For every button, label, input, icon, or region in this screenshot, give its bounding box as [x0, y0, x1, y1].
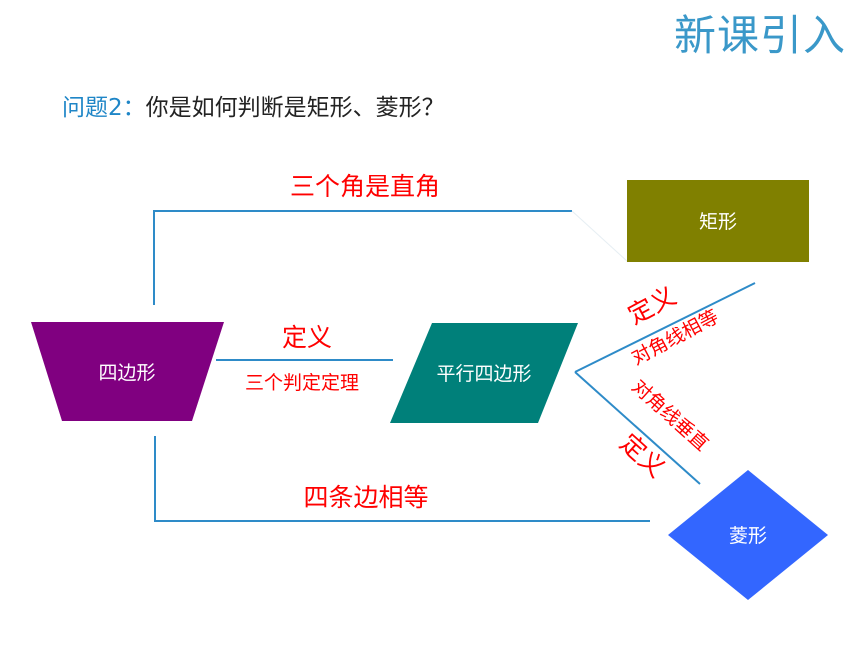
bottom-branch-label: 四条边相等	[303, 483, 428, 512]
top-branch-fade-line	[571, 210, 629, 263]
rhombus-label: 菱形	[729, 525, 767, 547]
question: 问题2：你是如何判断是矩形、菱形？	[62, 88, 445, 122]
parallelogram-shape	[390, 323, 578, 423]
middle-definition-label: 定义	[282, 323, 332, 352]
question-label: 问题2：	[62, 95, 146, 121]
top-branch-label: 三个角是直角	[290, 172, 440, 201]
upper-definition-label: 定义	[623, 281, 681, 330]
rhombus-shape	[668, 470, 828, 600]
quadrilateral-shape	[31, 322, 224, 421]
header-title: 新课引入	[673, 11, 846, 60]
bottom-branch-line	[154, 436, 650, 522]
parallelogram-label: 平行四边形	[436, 363, 531, 385]
lower-definition-label: 定义	[614, 428, 671, 483]
lower-diagonal-line	[574, 371, 701, 485]
upper-diagonal-line	[574, 282, 756, 373]
connector-lines	[153, 210, 756, 522]
rectangle-label: 矩形	[699, 211, 737, 233]
rectangle-shape	[627, 180, 809, 262]
question-text: 你是如何判断是矩形、菱形？	[145, 95, 445, 121]
middle-theorem-label: 三个判定定理	[245, 372, 359, 394]
quadrilateral-label: 四边形	[98, 362, 155, 384]
top-branch-line	[153, 210, 572, 305]
